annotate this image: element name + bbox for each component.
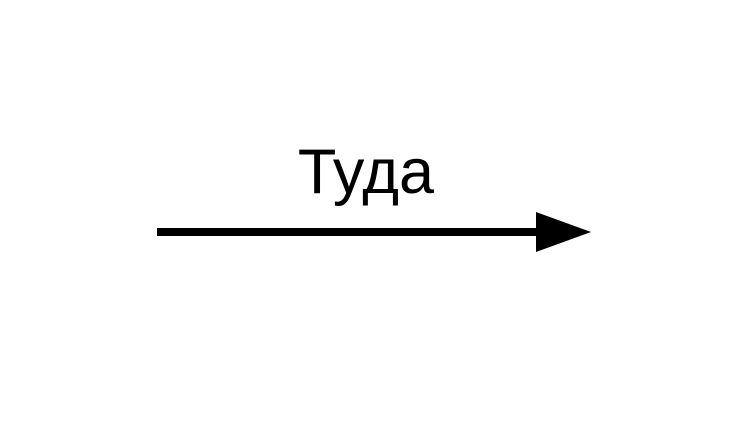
arrow-head [536,212,591,252]
arrow-label: Туда [297,137,435,207]
